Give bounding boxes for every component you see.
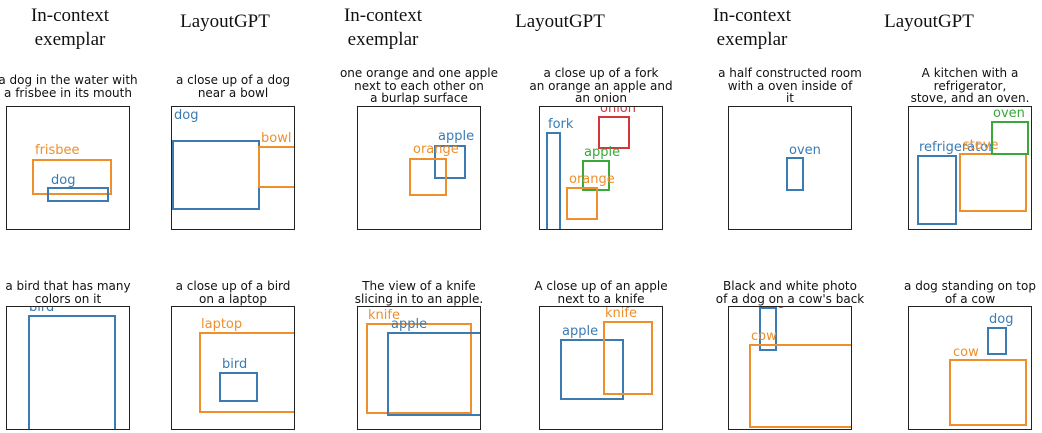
box-label: knife: [368, 308, 400, 323]
column-header: LayoutGPT: [180, 11, 270, 32]
box-label: apple: [438, 129, 475, 144]
column-header: LayoutGPT: [884, 11, 974, 32]
panel-caption: a close up of a bird on a laptop: [175, 279, 291, 306]
box-label: apple: [584, 145, 621, 160]
box-label: refrigerator: [919, 140, 994, 155]
layout-panel: bird: [6, 306, 130, 430]
layout-panel: dog cow: [728, 306, 852, 430]
bounding-box: [434, 145, 466, 179]
bounding-box: [566, 187, 598, 220]
column-header: In-context exemplar: [343, 5, 423, 50]
box-label: oven: [789, 143, 821, 158]
bounding-box: [47, 187, 109, 202]
box-label: dog: [989, 312, 1014, 327]
bounding-box: [219, 372, 258, 402]
box-label: oven: [993, 106, 1025, 121]
layout-panel: laptop bird: [171, 306, 295, 430]
panel-caption: a close up of a fork an orange an apple …: [529, 66, 673, 105]
panel-caption: a dog in the water with a frisbee in its…: [0, 73, 138, 100]
column-header: LayoutGPT: [515, 11, 605, 32]
bounding-box: [598, 116, 630, 149]
panel-caption: A close up of an apple next to a knife: [534, 279, 668, 306]
bounding-box: [786, 157, 804, 191]
layout-panel: oven: [728, 106, 852, 230]
layout-panel: dog cow: [908, 306, 1032, 430]
box-label: bird: [29, 306, 55, 315]
bounding-box: [959, 153, 1027, 212]
bounding-box: [172, 140, 260, 210]
bounding-box: [258, 146, 294, 188]
panel-caption: a dog standing on top of a cow: [904, 279, 1036, 306]
panel-caption: a bird that has many colors on it: [5, 279, 131, 306]
box-label: cow: [953, 345, 979, 360]
layout-panel: frisbee dog: [6, 106, 130, 230]
box-label: fork: [548, 117, 574, 132]
box-label: onion: [600, 106, 636, 116]
bounding-box: [560, 339, 624, 400]
layout-panel: apple knife: [539, 306, 663, 430]
bounding-box: [32, 159, 112, 195]
box-label: stove: [963, 138, 999, 153]
column-header: In-context exemplar: [712, 5, 792, 50]
panel-caption: A kitchen with a refrigerator, stove, an…: [910, 66, 1030, 105]
bounding-box: [949, 359, 1027, 426]
box-label: laptop: [201, 317, 243, 332]
panel-caption: Black and white photo of a dog on a cow'…: [715, 279, 865, 306]
bounding-box: [387, 332, 480, 416]
bounding-box: [987, 327, 1007, 355]
bounding-box: [366, 323, 472, 414]
box-label: knife: [605, 306, 637, 321]
bounding-box: [759, 307, 777, 351]
bounding-box: [409, 158, 447, 196]
panel-caption: one orange and one apple next to each ot…: [339, 66, 499, 105]
bounding-box: [28, 315, 116, 429]
layout-panel: dog bowl: [171, 106, 295, 230]
bounding-box: [917, 155, 957, 225]
box-label: cow: [751, 329, 777, 344]
box-label: orange: [569, 172, 615, 187]
bounding-box: [546, 132, 561, 229]
panel-caption: The view of a knife slicing in to an app…: [354, 279, 484, 306]
bounding-box: [603, 321, 653, 395]
box-label: bird: [222, 357, 248, 372]
box-label: apple: [562, 324, 599, 339]
column-header: In-context exemplar: [30, 5, 110, 50]
bounding-box: [199, 332, 294, 413]
layout-panel: fork onion apple orange: [539, 106, 663, 230]
box-label: dog: [174, 108, 199, 123]
bounding-box: [991, 121, 1029, 155]
box-label: apple: [391, 317, 428, 332]
box-label: dog: [761, 307, 785, 308]
box-label: bowl: [261, 131, 292, 146]
box-label: orange: [413, 142, 459, 157]
box-label: dog: [51, 173, 76, 188]
panel-caption: a half constructed room with a oven insi…: [718, 66, 862, 105]
panel-caption: a close up of a dog near a bowl: [175, 73, 291, 100]
box-label: frisbee: [35, 143, 80, 158]
bounding-box: [749, 344, 851, 428]
